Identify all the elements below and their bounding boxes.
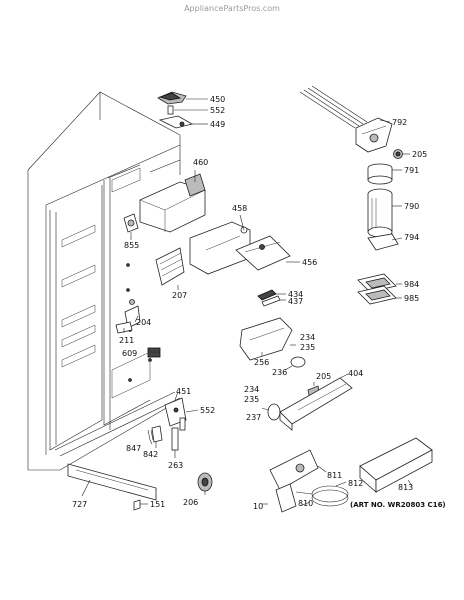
callout-812: 812	[348, 479, 363, 488]
callout-842: 842	[143, 450, 158, 459]
ring-236	[284, 356, 306, 371]
callout-609: 609	[122, 349, 137, 358]
callout-256: 256	[254, 358, 269, 367]
callout-211: 211	[119, 336, 134, 345]
tray-256	[239, 317, 293, 361]
callout-456: 456	[302, 258, 317, 267]
screw-552-top	[167, 105, 174, 115]
callout-451: 451	[176, 387, 191, 396]
hinge-bracket-449	[158, 115, 194, 129]
parts-434-437	[257, 289, 281, 307]
collar-791	[367, 163, 393, 185]
part-206	[197, 472, 213, 492]
cover-207	[155, 247, 185, 286]
callout-234-a: 234	[300, 333, 315, 342]
callout-205-top: 205	[412, 150, 427, 159]
callout-204: 204	[136, 318, 151, 327]
callout-151: 151	[150, 500, 165, 509]
callout-437: 437	[288, 297, 303, 306]
chute-404	[279, 377, 353, 431]
art-number: (ART NO. WR20803 C16)	[350, 501, 446, 509]
callout-235-a: 235	[300, 343, 315, 352]
refrigerator-cabinet	[27, 91, 181, 471]
callout-263: 263	[168, 461, 183, 470]
tubing-810	[295, 485, 349, 507]
callout-985: 985	[404, 294, 419, 303]
cover-984	[357, 273, 397, 293]
callout-855: 855	[124, 241, 139, 250]
screw-151	[133, 499, 141, 511]
part-847	[147, 429, 154, 441]
callout-449: 449	[210, 120, 225, 129]
callout-727: 727	[72, 500, 87, 509]
callout-552-lower: 552	[200, 406, 215, 415]
callout-labels: 450 552 449 460 458 456 855 207 434 437 …	[72, 95, 446, 511]
water-valve-811	[269, 449, 319, 513]
callout-847: 847	[126, 444, 141, 453]
callout-236: 236	[272, 368, 287, 377]
leader-lines	[81, 98, 413, 507]
callout-984: 984	[404, 280, 419, 289]
callout-234-b: 234	[244, 385, 259, 394]
callout-207: 207	[172, 291, 187, 300]
screw-552-lower	[179, 417, 186, 431]
callout-791: 791	[404, 166, 419, 175]
callout-813: 813	[398, 483, 413, 492]
part-211	[115, 321, 133, 334]
callout-235-b: 235	[244, 395, 259, 404]
callout-404: 404	[348, 369, 363, 378]
bracket-assembly-458-456	[189, 221, 291, 275]
callout-458: 458	[232, 204, 247, 213]
callout-794: 794	[404, 233, 419, 242]
filter-cartridge-790	[367, 188, 393, 238]
top-hinge-450	[157, 91, 187, 105]
callout-810: 810	[298, 499, 313, 508]
part-855	[123, 213, 139, 233]
callout-792: 792	[392, 118, 407, 127]
callout-434: 434	[288, 290, 303, 299]
callout-790: 790	[404, 202, 419, 211]
callout-237: 237	[246, 413, 261, 422]
cap-794	[367, 233, 399, 251]
callout-450: 450	[210, 95, 225, 104]
callout-10: 10	[253, 502, 263, 511]
part-842	[151, 425, 163, 443]
callout-552-top: 552	[210, 106, 225, 115]
callout-460: 460	[193, 158, 208, 167]
filter-head-792	[355, 117, 393, 153]
site-watermark: AppliancePartsPros.com	[184, 4, 280, 13]
part-609	[147, 347, 161, 358]
callout-205-middle: 205	[316, 372, 331, 381]
housing-813	[359, 437, 433, 493]
tubing-bundle	[299, 85, 368, 129]
callout-206: 206	[183, 498, 198, 507]
grille-727	[67, 463, 157, 501]
ring-237	[267, 403, 281, 421]
dispenser-housing-460	[139, 173, 206, 233]
callout-811: 811	[327, 471, 342, 480]
nut-205	[393, 149, 403, 159]
cover-985	[357, 285, 397, 305]
part-263	[171, 427, 179, 451]
